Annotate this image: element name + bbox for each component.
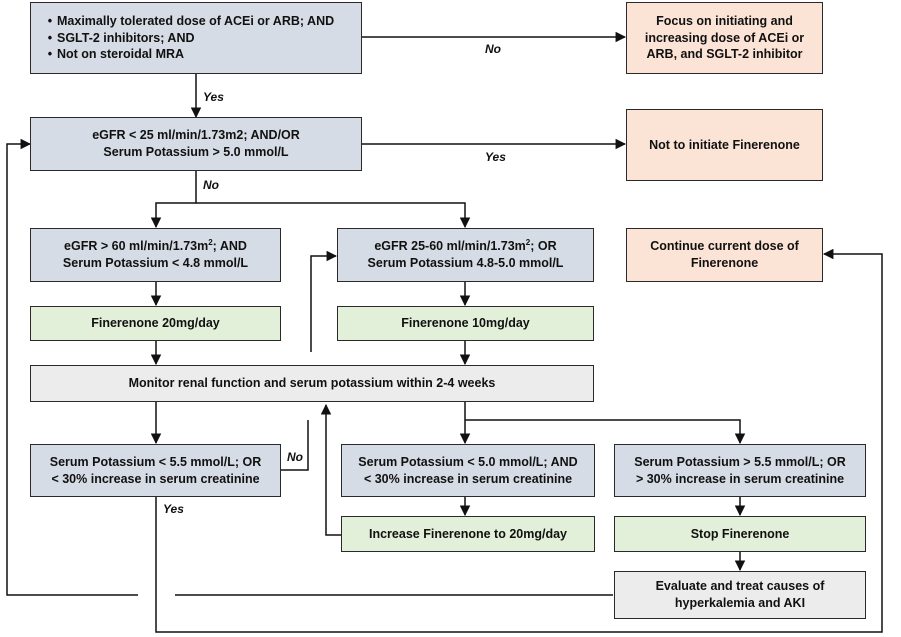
kgt55-box: Serum Potassium > 5.5 mmol/L; OR > 30% i… [614, 444, 866, 497]
continue-box: Continue current dose of Finerenone [626, 228, 823, 282]
criteria-item-2: SGLT-2 inhibitors; AND [43, 30, 195, 47]
egfr-check-line-1: eGFR < 25 ml/min/1.73m2; AND/OR [92, 128, 300, 143]
label-no-criteria: No [485, 42, 501, 56]
focus-line-1: Focus on initiating and [656, 13, 793, 28]
evaluate-box: Evaluate and treat causes of hyperkalemi… [614, 571, 866, 619]
k55-line-2: < 30% increase in serum creatinine [51, 471, 260, 486]
criteria-box: Maximally tolerated dose of ACEi or ARB;… [30, 2, 362, 74]
k50-box: Serum Potassium < 5.0 mmol/L; AND < 30% … [341, 444, 595, 497]
mid-egfr-line-1: eGFR 25-60 ml/min/1.73m2; OR [374, 237, 557, 254]
arrow-k55-no [281, 420, 309, 471]
high-egfr-box: eGFR > 60 ml/min/1.73m2; AND Serum Potas… [30, 228, 281, 282]
kgt55-line-1: Serum Potassium > 5.5 mmol/L; OR [634, 454, 846, 469]
high-egfr-line-1: eGFR > 60 ml/min/1.73m2; AND [64, 237, 247, 254]
k55-line-1: Serum Potassium < 5.5 mmol/L; OR [49, 454, 262, 469]
monitor-box: Monitor renal function and serum potassi… [30, 365, 594, 402]
arrow-monitor-to-kgt55 [465, 419, 746, 445]
label-yes-egfr-check: Yes [485, 150, 506, 164]
dose-20-text: Finerenone 20mg/day [91, 316, 220, 331]
continue-line-1: Continue current dose of [650, 239, 799, 254]
egfr-check-line-2: Serum Potassium > 5.0 mmol/L [103, 145, 289, 159]
arrow-left-loop-to-egfr-check [6, 138, 138, 596]
arrow-increase-loop-to-monitor [320, 403, 341, 536]
label-no-egfr-check: No [203, 178, 219, 192]
arrow-k55-yes-to-continue [155, 248, 883, 633]
dose-10-box: Finerenone 10mg/day [337, 306, 594, 341]
label-yes-k55: Yes [163, 502, 184, 516]
criteria-item-1: Maximally tolerated dose of ACEi or ARB;… [43, 13, 334, 30]
label-no-k55: No [287, 450, 303, 464]
arrow-monitor-loop-to-mid-egfr [310, 250, 338, 352]
evaluate-line-2: hyperkalemia and AKI [674, 596, 806, 610]
evaluate-line-1: Evaluate and treat causes of [655, 579, 825, 594]
label-yes-criteria: Yes [203, 90, 224, 104]
stop-text: Stop Finerenone [690, 526, 790, 541]
stop-box: Stop Finerenone [614, 516, 866, 552]
dose-20-box: Finerenone 20mg/day [30, 306, 281, 341]
continue-line-2: Finerenone [690, 256, 759, 270]
not-initiate-box: Not to initiate Finerenone [626, 109, 823, 181]
kgt55-line-2: > 30% increase in serum creatinine [635, 471, 845, 486]
focus-line-2: increasing dose of ACEi or [644, 30, 805, 45]
focus-box: Focus on initiating and increasing dose … [626, 2, 823, 74]
increase-text: Increase Finerenone to 20mg/day [369, 526, 567, 541]
k50-line-2: < 30% increase in serum creatinine [363, 471, 573, 486]
high-egfr-line-2: Serum Potassium < 4.8 mmol/L [62, 256, 249, 270]
arrow-split-to-mid-egfr [196, 202, 471, 229]
monitor-text: Monitor renal function and serum potassi… [128, 376, 496, 391]
focus-line-3: ARB, and SGLT-2 inhibitor [646, 47, 803, 62]
mid-egfr-box: eGFR 25-60 ml/min/1.73m2; OR Serum Potas… [337, 228, 594, 282]
k50-line-1: Serum Potassium < 5.0 mmol/L; AND [358, 454, 578, 469]
mid-egfr-line-2: Serum Potassium 4.8-5.0 mmol/L [367, 256, 564, 270]
increase-box: Increase Finerenone to 20mg/day [341, 516, 595, 552]
not-initiate-text: Not to initiate Finerenone [649, 137, 800, 152]
arrow-egfr-check-split [150, 171, 197, 229]
dose-10-text: Finerenone 10mg/day [401, 316, 530, 331]
criteria-item-3: Not on steroidal MRA [43, 46, 184, 63]
egfr-check-box: eGFR < 25 ml/min/1.73m2; AND/OR Serum Po… [30, 117, 362, 171]
k55-box: Serum Potassium < 5.5 mmol/L; OR < 30% i… [30, 444, 281, 497]
